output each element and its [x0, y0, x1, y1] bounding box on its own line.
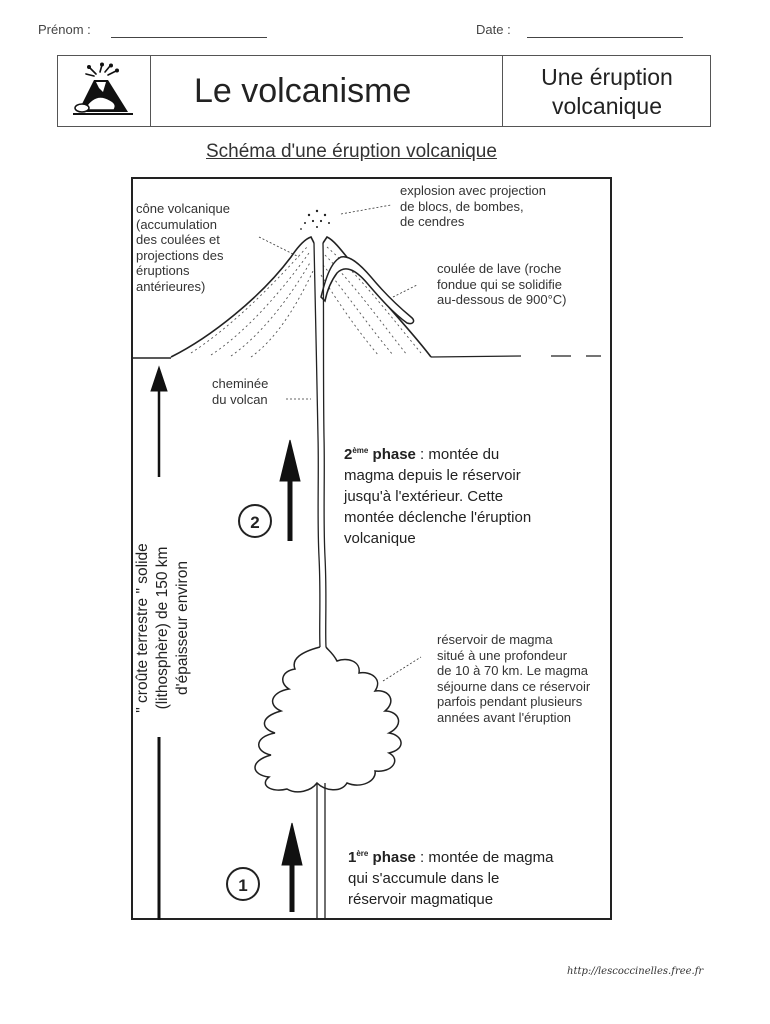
banner-divider-left [150, 56, 151, 126]
lava-flow [320, 255, 415, 325]
label-explosion-line: de blocs, de bombes, [400, 198, 524, 214]
diagram-heading: Schéma d'une éruption volcanique [206, 141, 497, 162]
date-field[interactable] [527, 23, 683, 38]
phase2-rest: : montée du [415, 446, 500, 463]
label-reservoir-line: séjourne dans ce réservoir [437, 678, 591, 694]
label-chimney: cheminée du volcan [212, 376, 268, 407]
crust-line-3: d'épaisseur environ [174, 561, 191, 695]
label-reservoir-line: réservoir de magma [437, 632, 553, 647]
label-cone-line: éruptions [136, 263, 190, 278]
label-reservoir-line: parfois pendant plusieurs [437, 694, 583, 709]
phase2-line-2: magma depuis le réservoir [344, 467, 521, 484]
label-lava-line: au-dessous de 900°C) [437, 292, 567, 307]
ejecta-particles [300, 209, 330, 230]
subtitle-line-2: volcanique [552, 93, 662, 119]
label-chimney-line: du volcan [212, 391, 268, 407]
label-reservoir-line: années avant l'éruption [437, 709, 572, 725]
phase1-line-3: réservoir magmatique [348, 891, 494, 908]
eruption-drawing [131, 204, 601, 920]
phase1-arrow [281, 822, 303, 912]
date-label: Date : [476, 22, 511, 37]
label-cone-line: projections des [136, 247, 224, 263]
feed-conduit [316, 783, 326, 920]
magma-reservoir [254, 646, 402, 793]
label-reservoir-line: de 10 à 70 km. Le magma [437, 663, 589, 678]
phase1-sup: ère [356, 849, 369, 858]
label-lava-flow: coulée de lave (roche fondue qui se soli… [437, 261, 567, 308]
phase2-bold: phase [372, 446, 416, 463]
label-explosion-line: de cendres [400, 214, 465, 229]
label-cone-line: des coulées et [136, 232, 220, 247]
label-explosion: explosion avec projection de blocs, de b… [400, 183, 546, 230]
phase1-number: 1 [226, 867, 260, 901]
phase2-arrow [279, 439, 301, 541]
prenom-label: Prénom : [38, 22, 91, 37]
label-lava-line: fondue qui se solidifie [437, 276, 563, 292]
phase2-sup: ème [352, 446, 369, 455]
chimney [313, 242, 327, 648]
phase1-rest: : montée de magma [415, 849, 554, 866]
phase2-number: 2 [238, 504, 272, 538]
phase1-bold: phase [372, 849, 416, 866]
label-reservoir-line: situé à une profondeur [437, 647, 568, 663]
subtitle-line-1: Une éruption [541, 64, 673, 90]
cone-strata-left [190, 246, 314, 358]
label-lava-line: coulée de lave (roche [437, 261, 562, 276]
phase1-ordinal: 1 [348, 849, 357, 866]
label-cone: cône volcanique (accumulation des coulée… [136, 201, 230, 294]
leader-lines [258, 204, 422, 682]
phase2-line-5: volcanique [344, 530, 416, 547]
phase1-line-1: 1ère phase : montée de magma [348, 843, 553, 868]
crust-line-1: " croûte terrestre " solide [134, 543, 151, 713]
banner-divider-right [502, 56, 503, 126]
label-reservoir: réservoir de magma situé à une profondeu… [437, 632, 590, 725]
title-banner: Le volcanisme Une éruption volcanique [57, 55, 711, 127]
page-subtitle: Une éruption volcanique [504, 63, 710, 121]
source-url[interactable]: http://lescoccinelles.free.fr [567, 966, 704, 977]
phase2-ordinal: 2 [344, 446, 353, 463]
phase2-line-3: jusqu'à l'extérieur. Cette [344, 488, 504, 505]
phase2-line-4: montée déclenche l'éruption [344, 509, 532, 526]
ground-line-right [430, 355, 522, 358]
label-cone-line: cône volcanique [136, 201, 230, 216]
page-title: Le volcanisme [194, 72, 412, 110]
crust-thickness-arrow [150, 365, 168, 920]
phase2-text: 2ème phase : montée du magma depuis le r… [344, 440, 531, 549]
phase1-line-2: qui s'accumule dans le [348, 870, 500, 887]
phase1-text: 1ère phase : montée de magma qui s'accum… [348, 843, 553, 910]
volcano-logo-icon [70, 62, 136, 120]
prenom-field[interactable] [111, 23, 267, 38]
crust-line-2: (lithosphère) de 150 km [154, 546, 171, 710]
label-cone-line: antérieures) [136, 278, 206, 294]
label-chimney-line: cheminée [212, 376, 269, 391]
label-cone-line: (accumulation [136, 216, 217, 232]
crust-label: " croûte terrestre " solide (lithosphère… [133, 498, 199, 758]
label-explosion-line: explosion avec projection [400, 183, 546, 198]
phase2-line-1: 2ème phase : montée du [344, 440, 531, 465]
eruption-diagram [131, 177, 612, 920]
